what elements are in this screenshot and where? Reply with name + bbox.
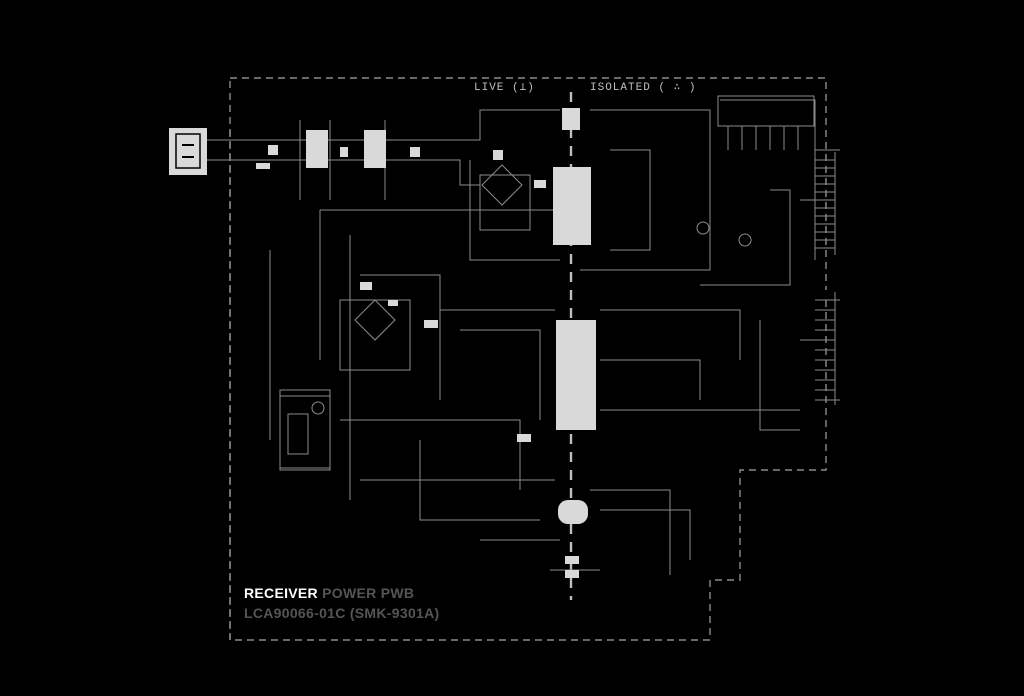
standby-inner <box>287 413 309 455</box>
small-part-10 <box>360 282 372 290</box>
bridge-rectifiers <box>354 164 523 341</box>
small-part-12 <box>493 150 503 160</box>
ac-inlet <box>169 128 207 175</box>
switching-transformer-ic <box>553 167 591 245</box>
board-title: RECEIVER POWER PWB <box>244 585 414 601</box>
small-part-8 <box>565 556 579 564</box>
connector-pins-upper <box>815 152 836 255</box>
small-part-11 <box>388 300 398 306</box>
filter-coil-1 <box>306 130 328 168</box>
main-transformer <box>556 320 596 430</box>
lower-photo-coupler <box>558 500 588 524</box>
connector-pins-lower <box>815 292 836 405</box>
transistors <box>311 221 752 415</box>
small-part-9 <box>565 570 579 578</box>
filter-coil-2 <box>364 130 386 168</box>
small-part-4 <box>410 147 420 157</box>
board-title-rest: POWER PWB <box>317 585 415 601</box>
components <box>256 108 596 578</box>
small-part-1 <box>268 145 278 155</box>
board-title-highlight: RECEIVER <box>244 585 318 601</box>
small-part-6 <box>424 320 438 328</box>
traces <box>207 99 840 575</box>
photo-coupler-top <box>562 108 580 130</box>
standby-module <box>279 395 331 469</box>
small-part-3 <box>340 147 348 157</box>
relay-block <box>717 95 815 150</box>
small-part-5 <box>534 180 546 188</box>
board-part-number: LCA90066-01C (SMK-9301A) <box>244 605 440 621</box>
board-outline <box>229 77 827 641</box>
small-part-2 <box>256 163 270 169</box>
small-part-7 <box>517 434 531 442</box>
isolated-zone-label: ISOLATED ( ∴ ) <box>590 82 697 94</box>
live-zone-label: LIVE (⊥) <box>474 82 535 94</box>
